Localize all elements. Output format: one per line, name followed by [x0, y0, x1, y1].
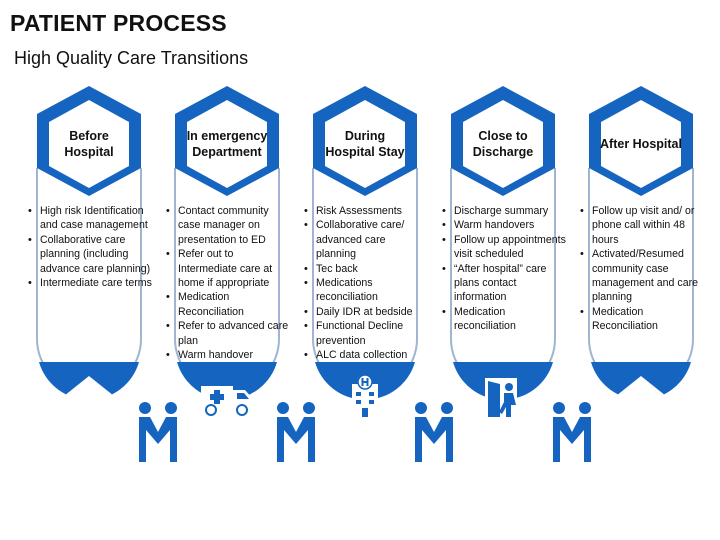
bullet-item: Collaborative care/ advanced care planni… [302, 218, 428, 261]
bullet-item: Daily IDR at bedside [302, 305, 428, 320]
stage-label: During Hospital Stay [325, 129, 405, 159]
bullet-item: Follow up visit and/ or phone call withi… [578, 204, 704, 247]
stage-emergency-department: In emergency Department Contact communit… [158, 84, 296, 444]
handshake-icon [277, 402, 315, 462]
bullet-item: Medications reconciliation [302, 276, 428, 305]
stage-bullets: Contact community case manager on presen… [164, 204, 290, 363]
bullet-item: High risk Identification and case manage… [26, 204, 152, 233]
page-title: PATIENT PROCESS [10, 10, 227, 36]
bullet-item: Medication reconciliation [440, 305, 566, 334]
page-subtitle: High Quality Care Transitions [14, 48, 249, 68]
ambulance-icon [201, 386, 253, 416]
hospital-building-icon [352, 374, 378, 417]
bullet-item: Contact community case manager on presen… [164, 204, 290, 247]
bullet-item: “After hospital” care plans contact info… [440, 262, 566, 305]
bullet-item: Warm handovers [440, 218, 566, 233]
bullet-item: Medication Reconciliation [578, 305, 704, 334]
stage-close-to-discharge: Close to Discharge Discharge summary War… [434, 84, 572, 444]
bullet-item: ALC data collection [302, 348, 428, 363]
stage-label: After Hospital [600, 137, 682, 151]
handshake-icon [415, 402, 453, 462]
bullet-item: Collaborative care planning (including a… [26, 233, 152, 276]
stage-bullets: Risk Assessments Collaborative care/ adv… [302, 204, 428, 363]
stage-before-hospital: Before Hospital High risk Identification… [20, 84, 158, 444]
handshake-icon [139, 402, 177, 462]
stage-after-hospital: After Hospital Follow up visit and/ or p… [572, 84, 710, 444]
stage-bullets: Follow up visit and/ or phone call withi… [578, 204, 704, 334]
bullet-item: Activated/Resumed community case managem… [578, 247, 704, 305]
house-icon [64, 376, 114, 416]
house-icon [616, 376, 666, 416]
bullet-item: Intermediate care terms [26, 276, 152, 291]
stage-label: Before Hospital [64, 129, 114, 159]
bullet-item: Warm handover [164, 348, 290, 363]
bullet-item: Functional Decline prevention [302, 319, 428, 348]
bullet-item: Refer to advanced care plan [164, 319, 290, 348]
bullet-item: Risk Assessments [302, 204, 428, 219]
stage-label: In emergency Department [186, 129, 268, 159]
bullet-item: Follow up appointments visit scheduled [440, 233, 566, 262]
stage-bullets: Discharge summary Warm handovers Follow … [440, 204, 566, 334]
stage-label: Close to Discharge [472, 129, 534, 159]
handshake-icon [553, 402, 591, 462]
bullet-item: Discharge summary [440, 204, 566, 219]
bullet-item: Refer out to Intermediate care at home i… [164, 247, 290, 290]
bullet-item: Tec back [302, 262, 428, 277]
bullet-item: Medication Reconciliation [164, 290, 290, 319]
stage-during-hospital-stay: During Hospital Stay Risk Assessments Co… [296, 84, 434, 444]
stage-bullets: High risk Identification and case manage… [26, 204, 152, 291]
exit-door-icon [485, 378, 529, 417]
